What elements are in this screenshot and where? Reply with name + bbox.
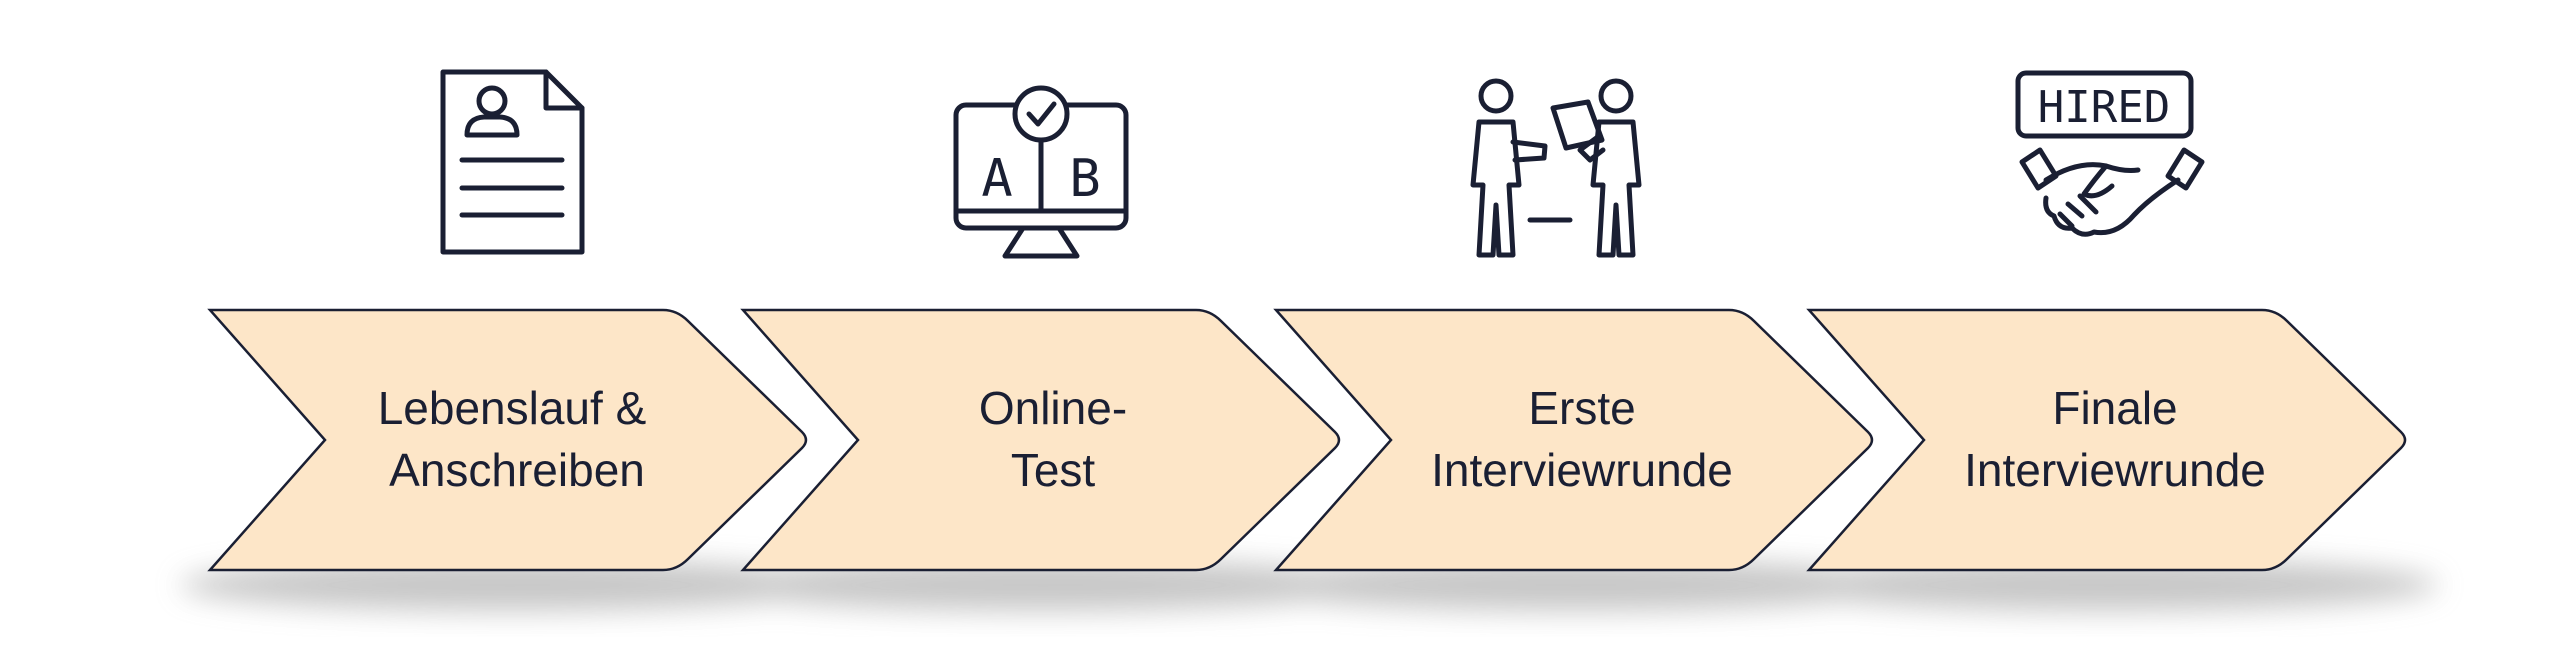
chevron-step-3 xyxy=(1273,308,1874,572)
resume-document-icon xyxy=(440,69,585,255)
hired-handshake-icon: HIRED xyxy=(2015,70,2205,237)
step-2-label-line2: Test xyxy=(1011,444,1096,496)
step-3-label-line2: Interviewrunde xyxy=(1431,444,1733,496)
step-4-label-line2: Interviewrunde xyxy=(1964,444,2266,496)
step-4: Finale Interviewrunde HIRED xyxy=(1806,70,2407,572)
step-3-label-line1: Erste xyxy=(1528,382,1635,434)
chevron-step-2 xyxy=(740,308,1341,572)
step-4-label-line1: Finale xyxy=(2052,382,2177,434)
shadow-step-4 xyxy=(1779,559,2439,611)
shadow-step-1 xyxy=(180,559,840,611)
icon-letter-a: A xyxy=(981,149,1012,209)
hired-sign-text: HIRED xyxy=(2038,82,2170,133)
interview-people-icon xyxy=(1470,78,1642,258)
step-1: Lebenslauf & Anschreiben xyxy=(207,69,808,572)
chevron-step-4 xyxy=(1806,308,2407,572)
step-3: Erste Interviewrunde xyxy=(1273,78,1874,572)
shadow-step-2 xyxy=(713,559,1373,611)
icon-letter-b: B xyxy=(1069,149,1100,209)
chevron-step-1 xyxy=(207,308,808,572)
ab-test-monitor-icon: A B xyxy=(953,85,1129,259)
shadow-step-3 xyxy=(1246,559,1906,611)
step-2: Online- Test A B xyxy=(740,85,1341,572)
step-1-label-line1: Lebenslauf & xyxy=(378,382,647,434)
step-1-label-line2: Anschreiben xyxy=(389,444,645,496)
step-2-label-line1: Online- xyxy=(979,382,1127,434)
chevron-shadows xyxy=(180,559,2439,611)
